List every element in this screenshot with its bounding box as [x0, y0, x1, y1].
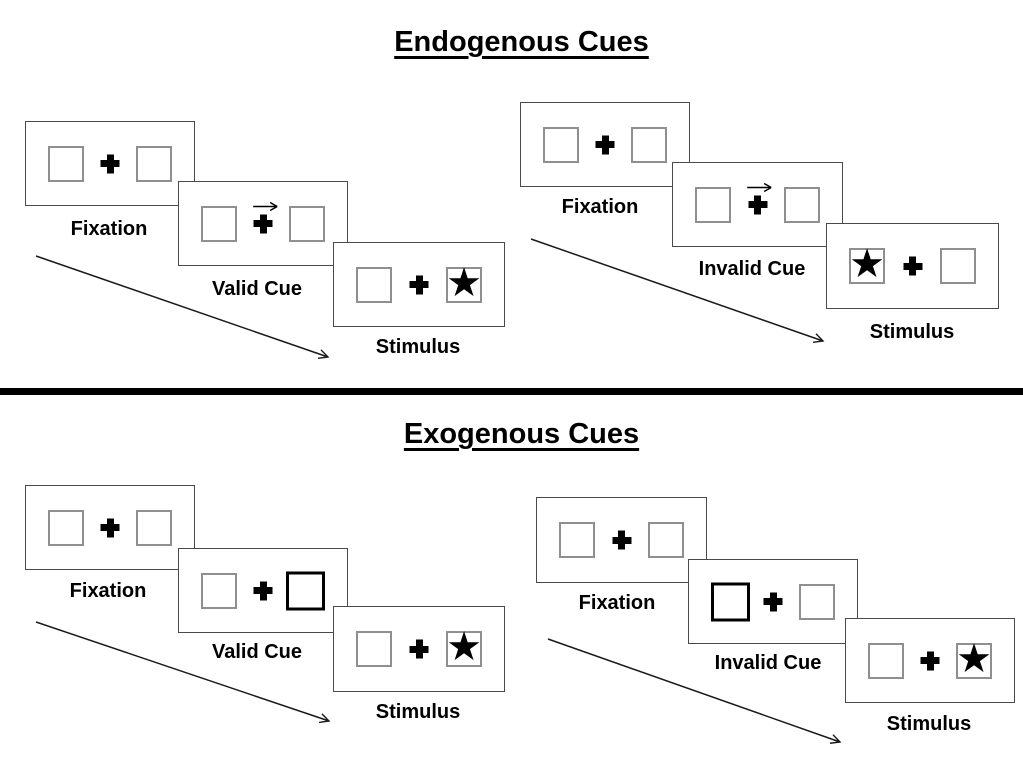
panel-label: Invalid Cue	[698, 258, 806, 280]
left-placeholder-box	[695, 186, 731, 223]
panel-exogenous-invalid-cue	[688, 559, 858, 644]
panel-label: Fixation	[578, 592, 656, 614]
left-placeholder-box	[356, 631, 392, 667]
right-placeholder-box	[648, 522, 684, 558]
left-placeholder-box	[201, 205, 237, 242]
star-stimulus-icon: ★	[849, 242, 885, 286]
panel-endogenous-invalid-fixation	[520, 102, 690, 187]
left-placeholder-box	[543, 126, 579, 163]
right-placeholder-box: ★	[446, 627, 482, 667]
left-placeholder-box	[559, 522, 595, 558]
panel-exogenous-valid-stimulus: ★	[333, 606, 505, 692]
panel-exogenous-valid-fixation	[25, 485, 195, 570]
fixation-cross-icon	[903, 257, 922, 276]
star-stimulus-icon: ★	[956, 636, 992, 681]
panel-endogenous-invalid-cue	[672, 162, 843, 247]
right-placeholder-box	[136, 145, 172, 182]
sequence-arrow-endogenous-valid	[35, 255, 330, 360]
panel-endogenous-valid-cue	[178, 181, 348, 266]
panel-label: Fixation	[70, 218, 148, 240]
panel-label: Stimulus	[375, 336, 461, 358]
panel-label: Stimulus	[869, 321, 955, 343]
fixation-cross-icon	[254, 214, 273, 233]
panel-label: Fixation	[69, 580, 147, 602]
panel-exogenous-invalid-fixation	[536, 497, 707, 583]
fixation-cross-icon	[921, 651, 940, 670]
panel-exogenous-invalid-stimulus: ★	[845, 618, 1015, 703]
panel-endogenous-valid-stimulus: ★	[333, 242, 505, 327]
panel-label: Stimulus	[886, 713, 972, 735]
sequence-arrow-exogenous-invalid	[547, 638, 842, 744]
panel-endogenous-valid-fixation	[25, 121, 195, 206]
panel-endogenous-invalid-stimulus: ★	[826, 223, 999, 309]
fixation-cross-icon	[410, 275, 429, 294]
right-placeholder-box: ★	[956, 639, 992, 679]
star-stimulus-icon: ★	[446, 625, 482, 669]
right-placeholder-box	[631, 126, 667, 163]
fixation-cross-icon	[254, 581, 273, 600]
panel-label: Valid Cue	[211, 278, 303, 300]
cue-direction-arrow-icon	[252, 201, 278, 211]
sequence-arrow-exogenous-valid	[35, 621, 331, 724]
right-placeholder-box	[136, 509, 172, 546]
star-stimulus-icon: ★	[446, 260, 482, 305]
panel-label: Stimulus	[375, 701, 461, 723]
fixation-cross-icon	[596, 135, 615, 154]
section-title-endogenous: Endogenous Cues	[394, 26, 649, 58]
right-placeholder-box	[799, 583, 835, 620]
fixation-cross-icon	[612, 531, 631, 550]
cue-direction-arrow-icon	[747, 182, 772, 192]
panel-label: Invalid Cue	[714, 652, 822, 674]
fixation-cross-icon	[748, 195, 767, 214]
fixation-cross-icon	[410, 640, 429, 659]
left-cue-box-bold	[711, 582, 750, 621]
section-title-exogenous: Exogenous Cues	[403, 418, 640, 450]
right-placeholder-box	[940, 248, 976, 284]
fixation-cross-icon	[764, 592, 783, 611]
right-placeholder-box	[289, 205, 325, 242]
panel-label: Valid Cue	[211, 641, 303, 663]
panel-label: Fixation	[561, 196, 639, 218]
right-placeholder-box	[784, 186, 820, 223]
left-placeholder-box	[48, 509, 84, 546]
left-placeholder-box: ★	[849, 244, 885, 284]
sequence-arrow-endogenous-invalid	[530, 238, 825, 343]
fixation-cross-icon	[101, 518, 120, 537]
left-placeholder-box	[48, 145, 84, 182]
right-placeholder-box: ★	[446, 263, 482, 303]
left-placeholder-box	[201, 572, 237, 609]
left-placeholder-box	[868, 642, 904, 679]
left-placeholder-box	[356, 266, 392, 303]
panel-exogenous-valid-cue	[178, 548, 348, 633]
right-cue-box-bold	[286, 571, 325, 610]
fixation-cross-icon	[101, 154, 120, 173]
section-divider	[0, 388, 1023, 395]
